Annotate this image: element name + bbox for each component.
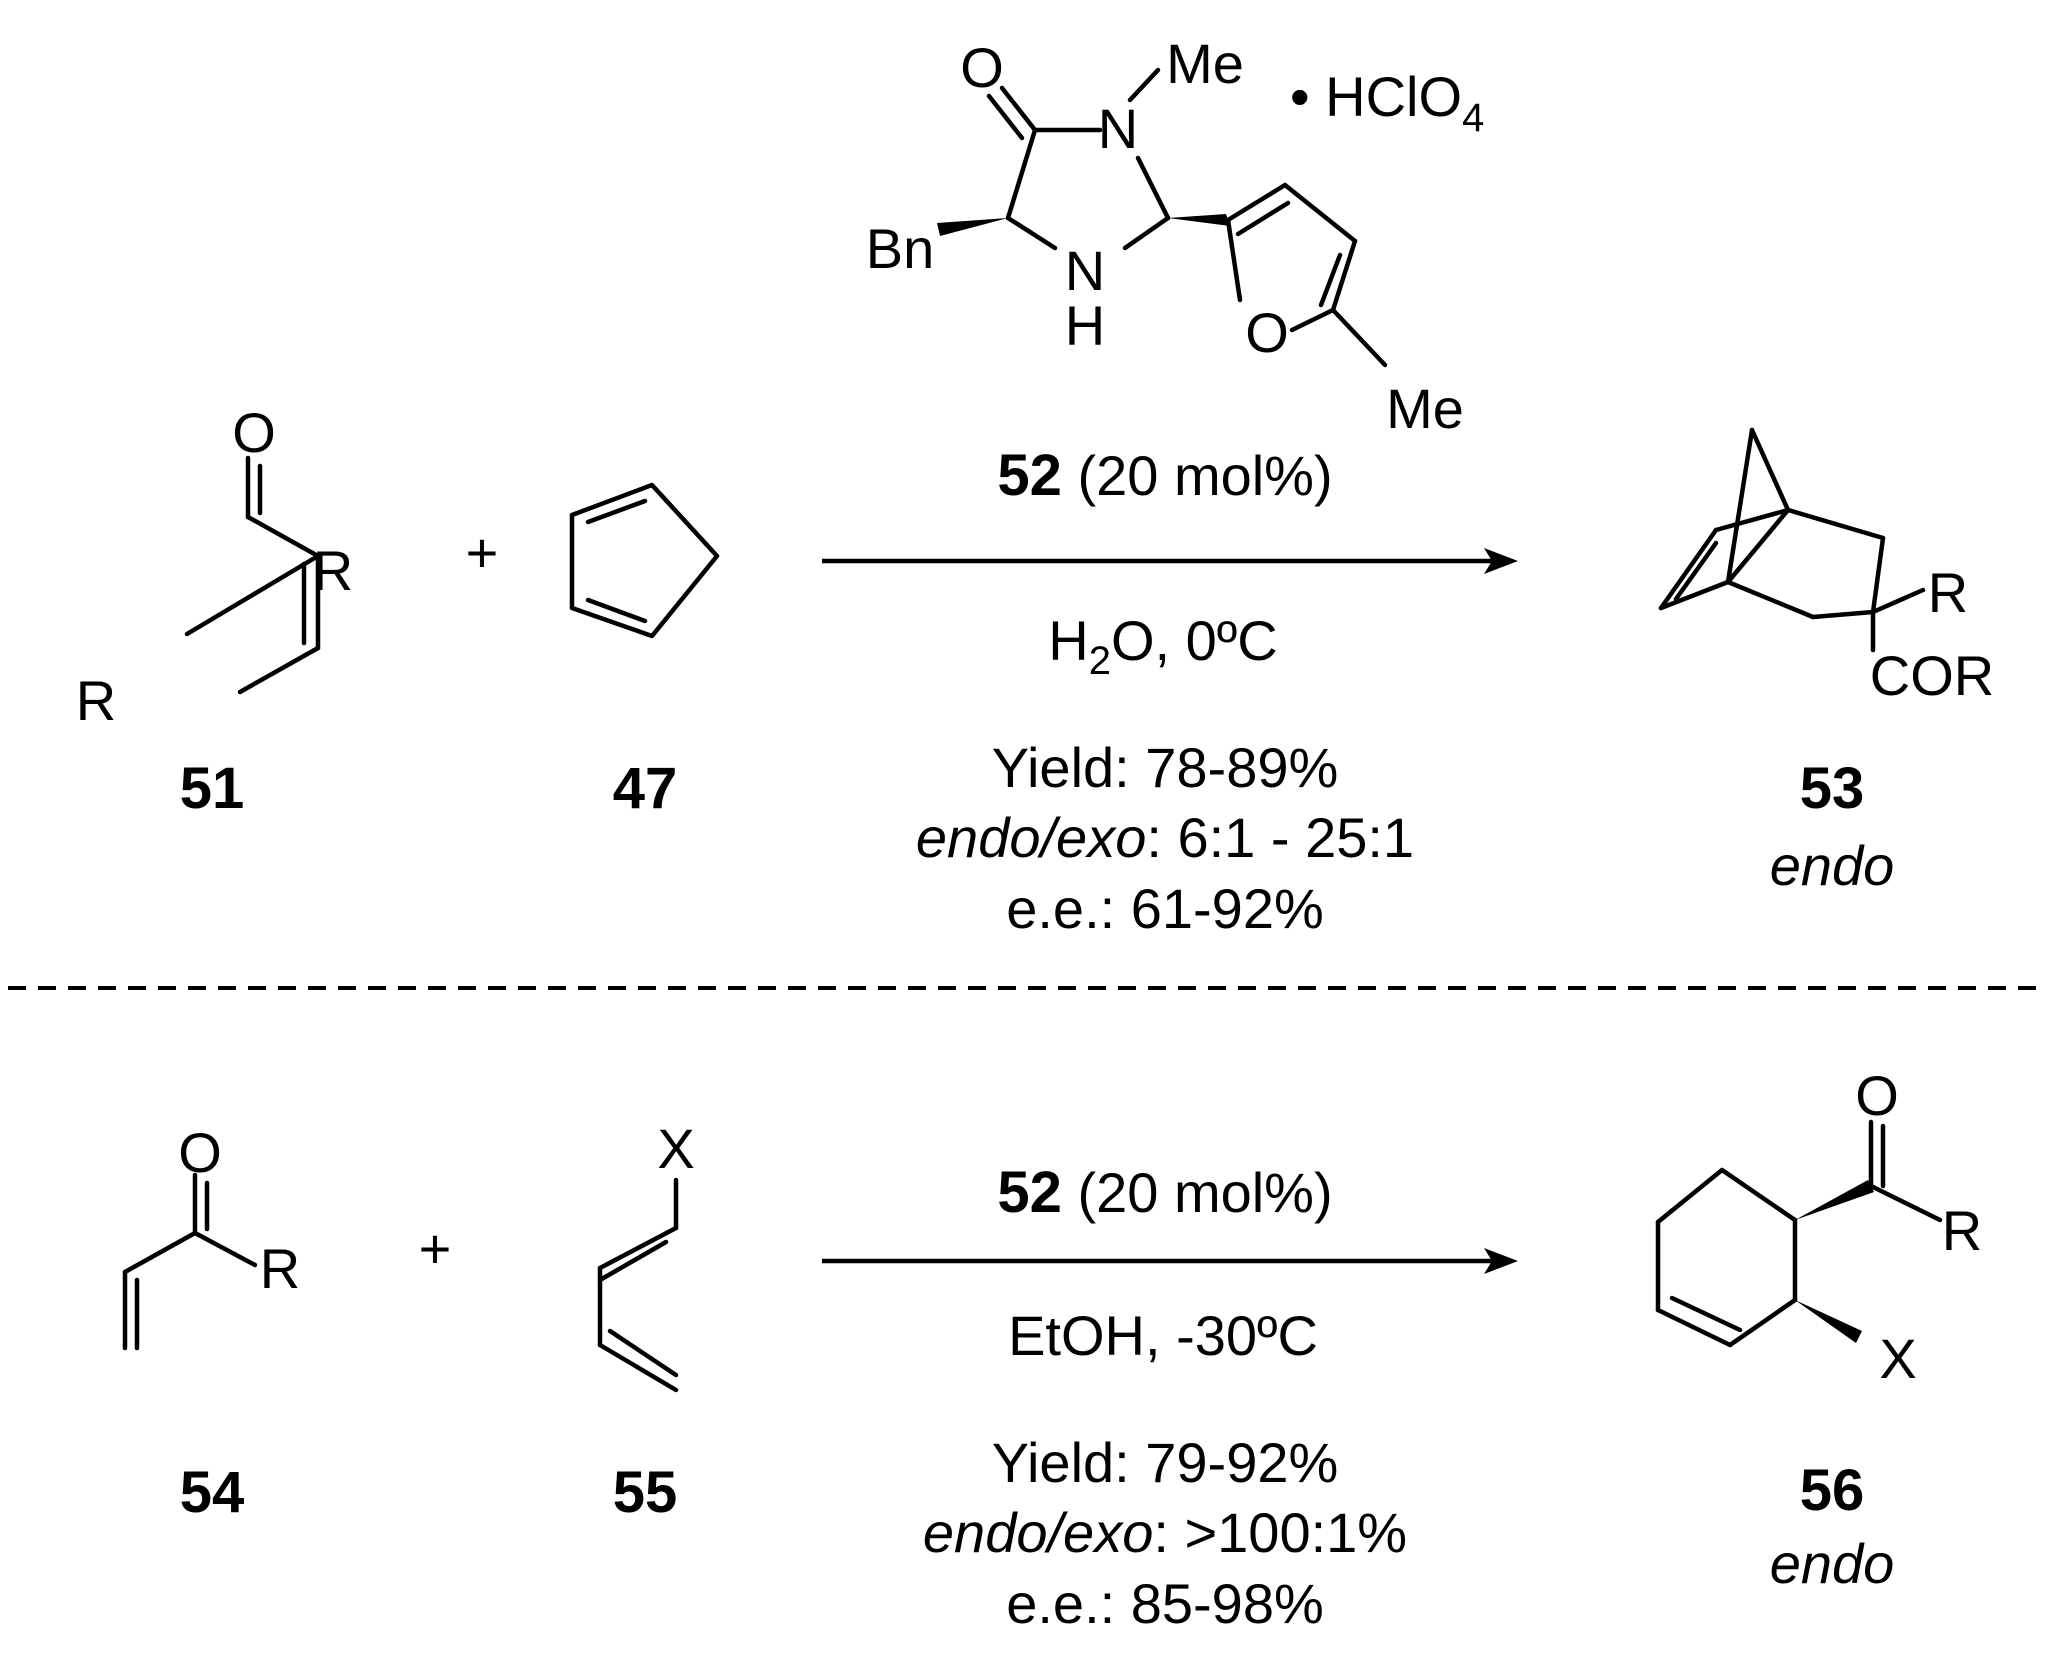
reaction-2-selectivity-label: endo/exo: >100:1% [923, 1501, 1407, 1564]
compound-47-label: 47 [613, 756, 678, 821]
cyclohexene-56-oxygen-label: O [1855, 1064, 1899, 1127]
enone-51-ketone-r-label: R [313, 539, 353, 602]
catalyst-amide-nitrogen-label: N [1098, 97, 1138, 160]
enone-51-alkene-r-label: R [76, 669, 116, 732]
reaction-1-yield-label: Yield: 78-89% [992, 736, 1339, 799]
diene-55-structure: X [597, 1117, 695, 1393]
norbornene-53-structure: R COR [1658, 427, 1994, 707]
plus-sign-2: + [419, 1217, 452, 1280]
reaction-1-selectivity-label: endo/exo: 6:1 - 25:1 [916, 806, 1414, 869]
plus-sign-1: + [466, 521, 499, 584]
cyclopentadiene-47-structure [569, 482, 720, 639]
enone-51-oxygen-label: O [232, 401, 276, 464]
reaction-1-solvent-label: H2O, 0ºC [1048, 609, 1277, 683]
compound-54-label: 54 [180, 1460, 245, 1525]
furyl-wedge [1168, 214, 1230, 226]
catalyst-salt-label: • HClO4 [1290, 65, 1484, 140]
catalyst-furan-methyl-label: Me [1386, 377, 1464, 440]
compound-53-selectivity-label: endo [1770, 834, 1895, 897]
enone-54-r-label: R [260, 1237, 300, 1300]
catalyst-52-structure: O N Me • HClO4 Bn N H O Me [866, 32, 1485, 440]
compound-56-selectivity-label: endo [1770, 1532, 1895, 1595]
compound-55-label: 55 [613, 1460, 678, 1525]
reaction-2-arrowhead [1484, 1248, 1518, 1274]
cyclohexene-56-x-label: X [1879, 1327, 1916, 1390]
x-wedge [1795, 1300, 1862, 1343]
reaction-2-solvent-label: EtOH, -30ºC [1008, 1304, 1318, 1367]
catalyst-benzyl-label: Bn [866, 217, 935, 280]
enone-51-structure: O R R [76, 401, 353, 732]
acyl-wedge [1795, 1180, 1874, 1220]
reaction-1-ee-label: e.e.: 61-92% [1006, 877, 1324, 940]
norbornene-53-r-label: R [1928, 561, 1968, 624]
catalyst-n-methyl-label: Me [1166, 32, 1244, 95]
reaction-1: O R R 51 + 47 52 (20 mol%) H2O, 0ºC Yiel… [76, 401, 1994, 940]
cyclohexene-56-r-label: R [1942, 1199, 1982, 1262]
enone-54-structure: O R [122, 1121, 300, 1351]
catalyst-furan-oxygen-label: O [1245, 301, 1289, 364]
catalyst-amine-nitrogen-label: N [1065, 239, 1105, 302]
enone-54-oxygen-label: O [178, 1121, 222, 1184]
catalyst-amine-hydrogen-label: H [1065, 294, 1105, 357]
compound-56-label: 56 [1800, 1458, 1865, 1523]
cyclohexene-56-structure: O R X [1655, 1064, 1982, 1390]
reaction-2-ee-label: e.e.: 85-98% [1006, 1572, 1324, 1635]
norbornene-53-cor-label: COR [1870, 644, 1994, 707]
reaction-1-arrowhead [1484, 548, 1518, 574]
reaction-2-catalyst-label: 52 (20 mol%) [997, 1160, 1332, 1225]
catalyst-carbonyl-oxygen-label: O [960, 36, 1004, 99]
compound-51-label: 51 [180, 756, 245, 821]
reaction-1-catalyst-label: 52 (20 mol%) [997, 443, 1332, 508]
diene-55-x-label: X [657, 1117, 694, 1180]
reaction-2: O R 54 + X 55 52 (20 mol%) EtOH, -30ºC Y… [122, 1064, 1982, 1635]
reaction-2-yield-label: Yield: 79-92% [992, 1431, 1339, 1494]
benzyl-wedge [937, 218, 1008, 236]
compound-53-label: 53 [1800, 756, 1865, 821]
